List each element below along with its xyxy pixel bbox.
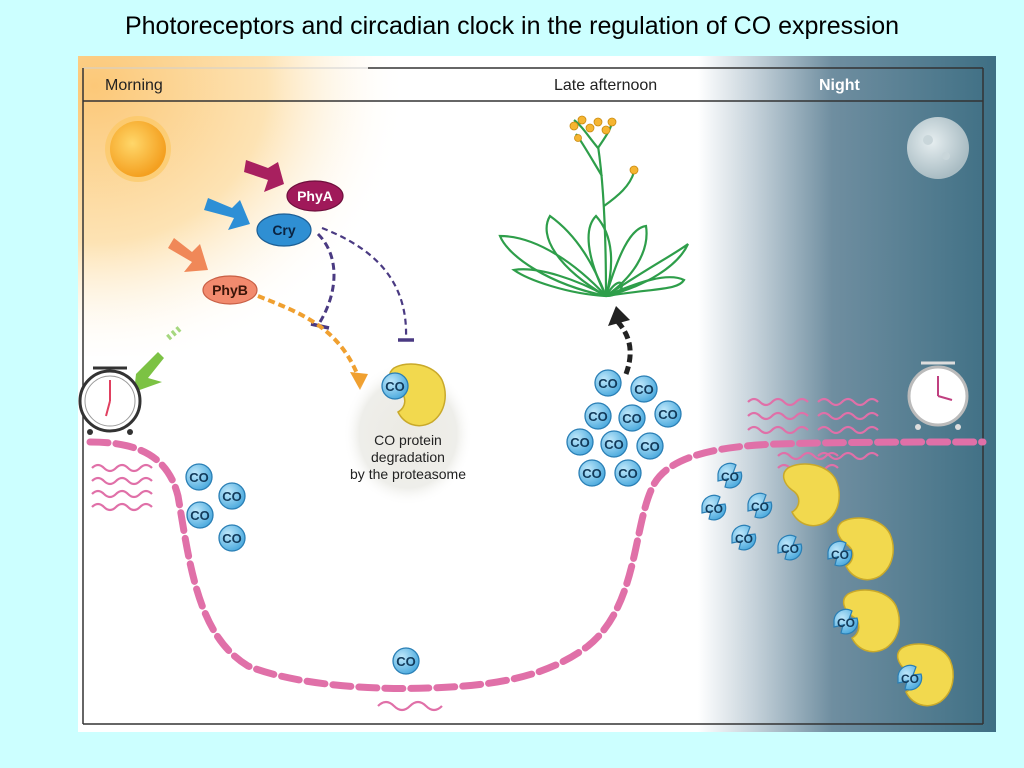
co-expression-curve [86, 438, 987, 692]
blue-light-arrow [204, 198, 250, 230]
mrna-wave-trough [377, 700, 443, 712]
phyb-arrow [257, 294, 368, 390]
proteasome-caption: CO protein degradation by the proteasome [333, 432, 483, 483]
phya-label: PhyA [297, 188, 333, 204]
caption-line-2: degradation [371, 449, 445, 465]
diagram-figure: CO CO [78, 56, 996, 732]
caption-line-3: by the proteasome [350, 466, 466, 482]
morning-glow [78, 56, 408, 356]
proteasome-icon [343, 362, 473, 506]
plant-flowers [569, 115, 639, 175]
cry-label: Cry [272, 222, 296, 238]
phase-late-afternoon-label: Late afternoon [554, 77, 658, 94]
phase-night-label: Night [819, 77, 860, 94]
caption-line-1: CO protein [374, 432, 442, 448]
light-to-clock-arrow [134, 325, 182, 392]
phyb-label: PhyB [212, 282, 248, 298]
phya-node: PhyA [286, 180, 344, 212]
diagram-canvas: CO CO [78, 56, 996, 732]
red-light-arrow [168, 238, 208, 272]
phyb-node: PhyB [202, 275, 258, 305]
plant-icon [498, 119, 690, 298]
flowering-arrow [608, 306, 633, 375]
far-red-light-arrow [244, 160, 284, 192]
phase-morning-label: Morning [105, 77, 163, 94]
cry-node: Cry [256, 213, 312, 247]
moon-icon [907, 117, 969, 179]
clock-icon [78, 366, 142, 435]
night-clock-icon [907, 361, 969, 430]
co-trough [392, 647, 420, 675]
slide-title: Photoreceptors and circadian clock in th… [124, 12, 900, 40]
sun-icon [105, 116, 171, 182]
